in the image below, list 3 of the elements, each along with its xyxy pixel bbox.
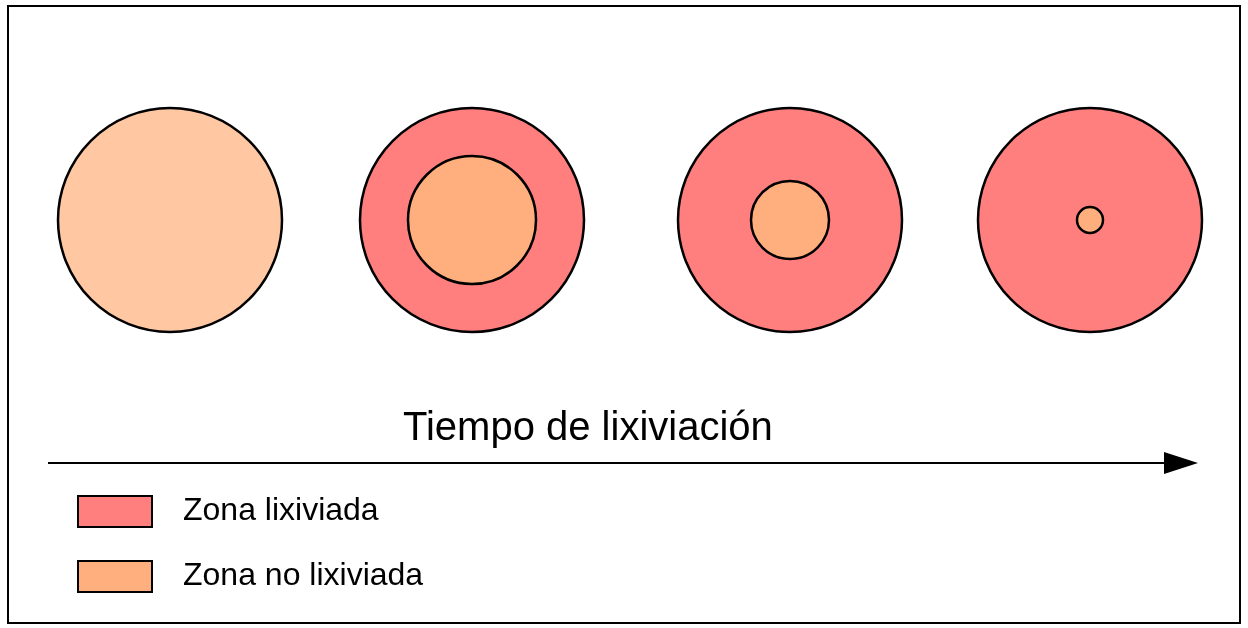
legend-label: Zona lixiviada <box>183 491 379 528</box>
axis-label: Tiempo de lixiviación <box>403 404 773 449</box>
legend-label: Zona no lixiviada <box>183 556 424 593</box>
